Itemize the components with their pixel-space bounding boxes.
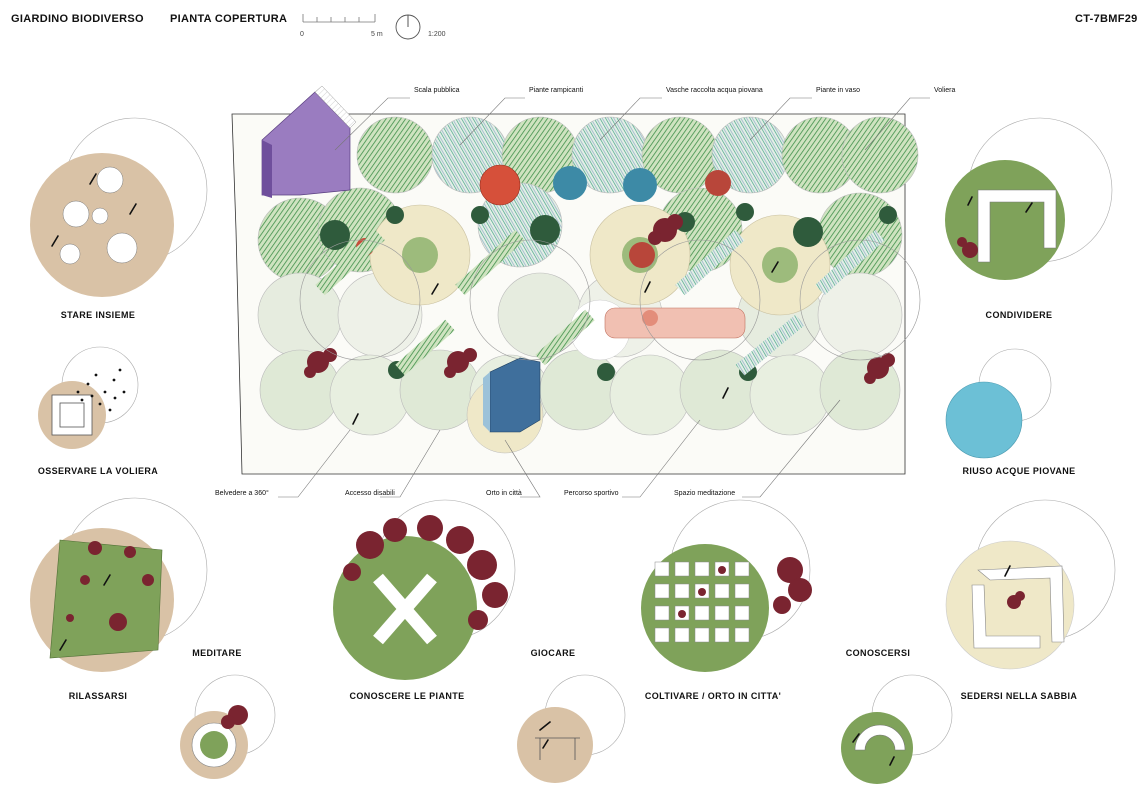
callout-piante-vaso: Piante in vaso <box>816 87 860 94</box>
diagonal-tubes <box>315 229 885 376</box>
sedersi-sabbia-diagram <box>945 499 1116 670</box>
caption-condividere: CONDIVIDERE <box>985 310 1053 320</box>
public-staircase <box>261 85 357 198</box>
callout-orto-citta: Orto in città <box>486 490 522 497</box>
callout-piante-rampicanti: Piante rampicanti <box>529 87 584 94</box>
conoscersi-diagram <box>841 674 953 784</box>
overlay-ring-outlines <box>299 239 921 361</box>
caption-conoscere-piante: CONOSCERE LE PIANTE <box>349 691 465 701</box>
drawing-subtitle: PIANTA COPERTURA <box>170 13 288 25</box>
sport-track <box>604 307 746 339</box>
coltivare-diagram <box>641 499 812 672</box>
drawing-code: CT-7BMF29 <box>1075 13 1138 25</box>
caption-giocare: GIOCARE <box>530 648 576 658</box>
conoscere-piante-diagram <box>333 499 516 680</box>
giocare-diagram <box>517 674 626 783</box>
callout-vasche-acqua: Vasche raccolta acqua piovana <box>666 87 763 94</box>
caption-riuso-acque: RIUSO ACQUE PIOVANE <box>962 466 1076 476</box>
callout-spazio-meditazione: Spazio meditazione <box>674 490 736 497</box>
caption-stare-insieme: STARE INSIEME <box>60 310 136 320</box>
callout-accesso-disabili: Accesso disabili <box>345 490 395 497</box>
callout-leaders <box>278 97 930 498</box>
caption-rilassarsi: RILASSARSI <box>68 691 128 701</box>
meditare-diagram <box>180 674 276 779</box>
callout-voliera: Voliera <box>934 87 956 94</box>
scale-five-label: 5 m <box>371 31 383 38</box>
accessible-lift <box>466 357 544 454</box>
main-roof-plan <box>231 85 921 475</box>
scale-zero-label: 0 <box>300 31 304 38</box>
callout-scala-pubblica: Scala pubblica <box>414 87 460 94</box>
scale-ratio-label: 1:200 <box>428 31 446 38</box>
osservare-voliera-diagram <box>38 346 139 449</box>
condividere-diagram <box>945 117 1113 280</box>
people-figures <box>352 261 779 425</box>
scale-bar <box>302 14 376 23</box>
rilassarsi-diagram <box>30 497 208 672</box>
caption-sedersi-sabbia: SEDERSI NELLA SABBIA <box>960 691 1078 701</box>
red-trees <box>304 214 895 384</box>
caption-meditare: MEDITARE <box>192 648 242 658</box>
dark-tree-canopies <box>320 203 897 381</box>
stare-insieme-diagram <box>30 117 208 297</box>
callout-belvedere: Belvedere a 360° <box>215 490 269 497</box>
caption-osservare-voliera: OSSERVARE LA VOLIERA <box>37 466 159 476</box>
rainwater-tanks <box>356 164 731 268</box>
north-arrow-icon <box>395 14 421 40</box>
caption-coltivare: COLTIVARE / ORTO IN CITTA' <box>644 691 782 701</box>
caption-conoscersi: CONOSCERSI <box>845 648 911 658</box>
callout-percorso-sportivo: Percorso sportivo <box>564 490 619 497</box>
riuso-acque-diagram <box>945 348 1052 459</box>
project-title: GIARDINO BIODIVERSO <box>11 13 144 25</box>
